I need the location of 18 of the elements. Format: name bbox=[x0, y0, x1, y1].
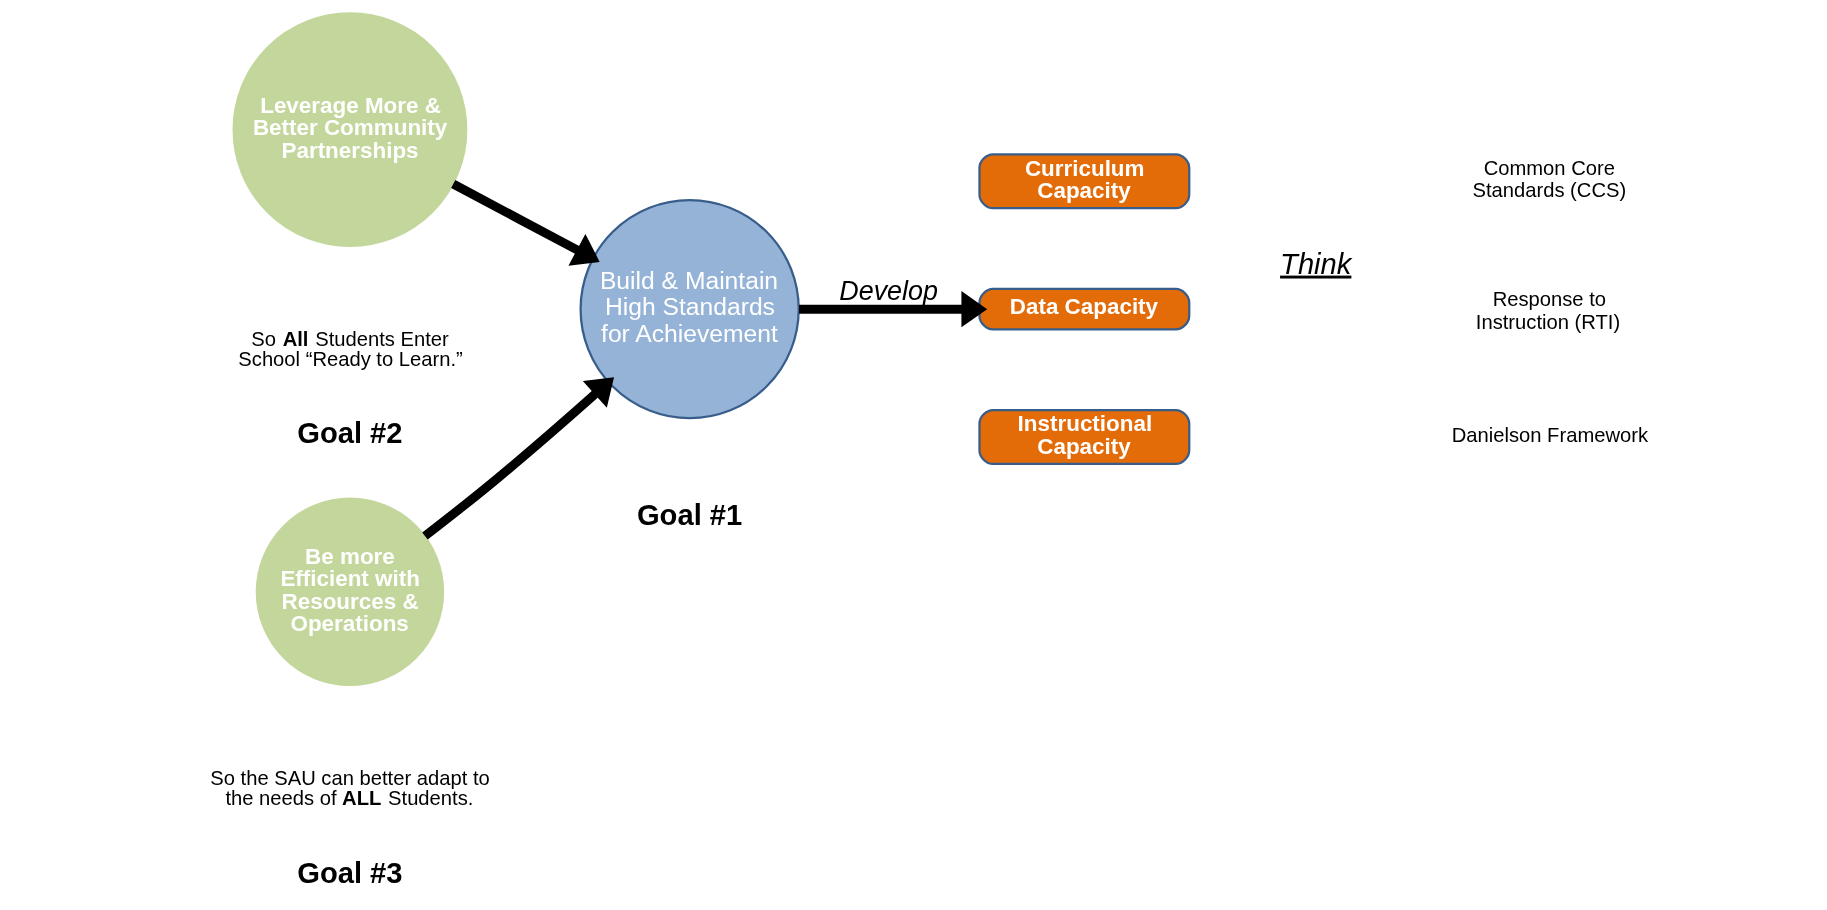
node-box: Data Capacity bbox=[977, 287, 1190, 330]
node-circle: Leverage More & Better Community Partnerships bbox=[232, 11, 467, 247]
node-label: So the SAU can better adapt to the needs of ALL Students. bbox=[209, 766, 490, 809]
node-label: Goal #2 bbox=[296, 416, 403, 449]
label: Danielson Framework bbox=[1451, 423, 1648, 446]
node-circle: Be more Efficient with Resources & Operations bbox=[255, 497, 444, 686]
label: Common Core Standards (CCS) bbox=[1471, 156, 1626, 201]
arrow bbox=[450, 179, 600, 266]
arrow bbox=[798, 290, 987, 327]
arrow bbox=[421, 376, 614, 540]
node-box: Instructional Capacity bbox=[977, 408, 1190, 465]
node-label: Goal #1 bbox=[636, 498, 742, 531]
node-box: Curriculum Capacity bbox=[977, 152, 1190, 209]
node-label: Goal #3 bbox=[296, 856, 403, 889]
label: Think bbox=[1279, 247, 1351, 280]
label: Response to Instruction (RTI) bbox=[1475, 287, 1620, 333]
node-label: So All Students Enter School “Ready to Learn.” bbox=[237, 327, 463, 370]
edge-label: Develop bbox=[838, 275, 938, 306]
